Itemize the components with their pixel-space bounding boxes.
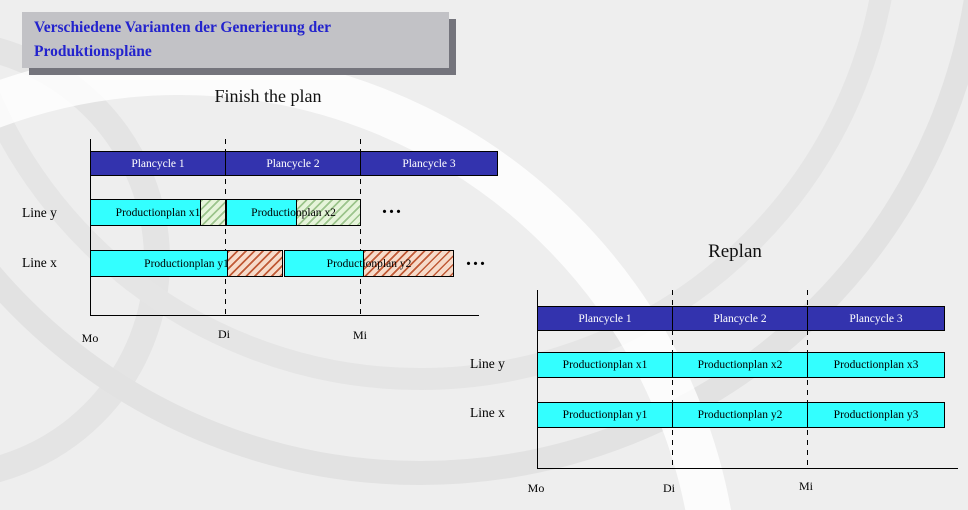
production-bar: Productionplan y1 <box>90 250 283 277</box>
plan-solid-segment <box>226 199 297 226</box>
line-x-label: Line x <box>22 255 57 270</box>
plancycle-box: Plancycle 1 <box>90 151 226 176</box>
plan-overrun-segment <box>363 250 454 277</box>
production-bar-label: Productionplan y2 <box>326 257 412 270</box>
plan-overrun-segment <box>296 199 361 226</box>
plancycle-box: Plancycle 1 <box>537 306 673 331</box>
production-bar: Productionplan y1 <box>537 402 673 428</box>
axis-label-mi: Mi <box>352 328 367 342</box>
plan-solid-segment <box>90 199 201 226</box>
production-bar: Productionplan x1 <box>537 352 673 378</box>
y-axis-line <box>537 290 538 469</box>
plancycle-box: Plancycle 2 <box>225 151 361 176</box>
production-bar: Productionplan y2 <box>672 402 808 428</box>
plancycle-box: Plancycle 3 <box>360 151 498 176</box>
plancycle-box: Plancycle 3 <box>807 306 945 331</box>
y-axis-line <box>90 139 91 316</box>
production-bar: Productionplan x2 <box>226 199 361 226</box>
production-bar: Productionplan x3 <box>807 352 945 378</box>
axis-label-mo: Mo <box>81 331 99 345</box>
production-bar-label: Productionplan y1 <box>144 257 229 270</box>
dashed-gridline <box>807 290 808 469</box>
plan-solid-segment <box>284 250 364 277</box>
production-bar: Productionplan x1 <box>90 199 226 226</box>
dashed-gridline <box>360 139 361 316</box>
dashed-gridline <box>672 290 673 469</box>
replan-diagram-title: Replan <box>708 241 762 262</box>
continuation-ellipsis: ... <box>466 248 487 270</box>
dashed-gridline <box>225 139 226 316</box>
slide-title: Verschiedene Varianten der Generierung d… <box>34 19 331 61</box>
line-x-label: Line x <box>470 405 505 420</box>
axis-label-mi: Mi <box>798 479 813 493</box>
production-bar: Productionplan y3 <box>807 402 945 428</box>
plan-overrun-segment <box>200 199 226 226</box>
line-y-label: Line y <box>22 205 57 220</box>
plan-solid-segment <box>90 250 228 277</box>
plancycle-box: Plancycle 2 <box>672 306 808 331</box>
axis-label-di: Di <box>218 327 230 341</box>
production-bar: Productionplan x2 <box>672 352 808 378</box>
slide-title-box: Verschiedene Varianten der Generierung d… <box>22 12 449 68</box>
continuation-ellipsis: ... <box>382 196 403 218</box>
x-axis-line <box>537 468 958 469</box>
x-axis-line <box>90 315 479 316</box>
production-bar: Productionplan y2 <box>284 250 454 277</box>
axis-label-di: Di <box>663 481 675 495</box>
axis-label-mo: Mo <box>527 481 545 495</box>
plan-overrun-segment <box>227 250 283 277</box>
production-bar-label: Productionplan x1 <box>115 206 201 219</box>
line-y-label: Line y <box>470 356 505 371</box>
finish-diagram-title: Finish the plan <box>214 86 322 106</box>
production-bar-label: Productionplan x2 <box>251 206 336 219</box>
